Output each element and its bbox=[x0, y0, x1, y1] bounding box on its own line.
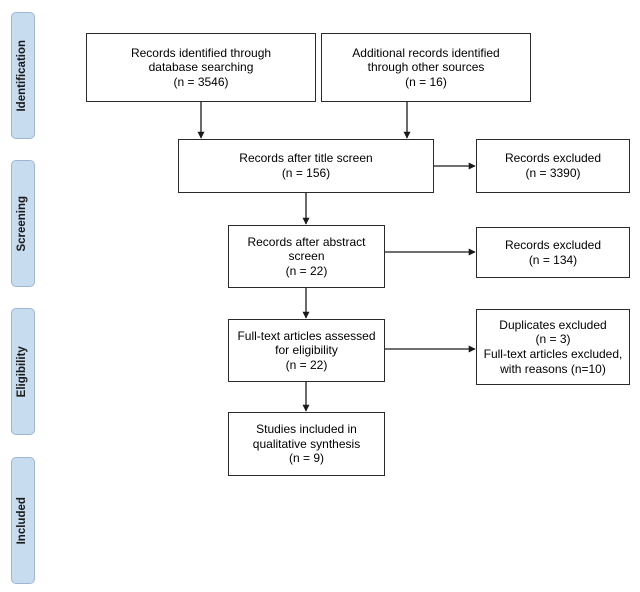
box-full-text-count: (n = 22) bbox=[285, 357, 328, 372]
phase-screening: Screening bbox=[11, 160, 35, 287]
box-excluded-title: Records excluded (n = 3390) bbox=[476, 139, 630, 193]
box-excluded-full-text-label: Full-text articles excluded, bbox=[483, 347, 623, 361]
box-full-text: Full-text articles assessed for eligibil… bbox=[228, 319, 385, 382]
box-excluded-duplicates-count: (n = 3) bbox=[535, 332, 571, 347]
box-database-records-line1: Records identified through bbox=[130, 45, 272, 60]
box-abstract-screen: Records after abstract screen (n = 22) bbox=[228, 225, 385, 288]
box-included-studies-count: (n = 9) bbox=[288, 451, 324, 466]
box-other-sources-line1: Additional records identified bbox=[352, 45, 500, 60]
box-database-records-count: (n = 3546) bbox=[173, 74, 229, 89]
box-database-records: Records identified through database sear… bbox=[86, 33, 316, 102]
box-included-studies-line1: Studies included in bbox=[256, 422, 357, 437]
box-excluded-abstract-count: (n = 134) bbox=[528, 252, 578, 267]
phase-eligibility: Eligibility bbox=[11, 308, 35, 435]
phase-identification: Identification bbox=[11, 12, 35, 139]
box-title-screen-count: (n = 156) bbox=[281, 166, 331, 180]
box-title-screen-line1: Records after title screen bbox=[239, 151, 373, 166]
box-abstract-screen-count: (n = 22) bbox=[285, 263, 328, 278]
box-included-studies-line2: qualitative synthesis bbox=[252, 436, 361, 451]
box-excluded-duplicates-label: Duplicates excluded bbox=[499, 317, 607, 332]
box-database-records-line2: database searching bbox=[148, 60, 254, 75]
box-excluded-full-text: Duplicates excluded (n = 3) Full-text ar… bbox=[476, 309, 630, 385]
box-abstract-screen-line2: screen bbox=[288, 249, 325, 264]
box-full-text-line1: Full-text articles assessed bbox=[237, 328, 376, 343]
box-excluded-full-text-reasons: with reasons (n=10) bbox=[500, 361, 606, 376]
box-other-sources-count: (n = 16) bbox=[405, 74, 447, 89]
box-abstract-screen-line1: Records after abstract bbox=[247, 234, 366, 249]
box-excluded-abstract-line1: Records excluded bbox=[504, 237, 602, 252]
box-other-sources-line2: through other sources bbox=[367, 60, 485, 75]
box-full-text-line2: for eligibility bbox=[275, 343, 338, 358]
box-excluded-abstract: Records excluded (n = 134) bbox=[476, 227, 630, 278]
box-other-sources: Additional records identified through ot… bbox=[321, 33, 531, 102]
phase-included: Included bbox=[11, 457, 35, 584]
box-title-screen: Records after title screen (n = 156) bbox=[178, 139, 434, 193]
box-excluded-title-count: (n = 3390) bbox=[525, 166, 581, 180]
box-excluded-title-line1: Records excluded bbox=[504, 151, 602, 166]
box-included-studies: Studies included in qualitative synthesi… bbox=[228, 412, 385, 476]
